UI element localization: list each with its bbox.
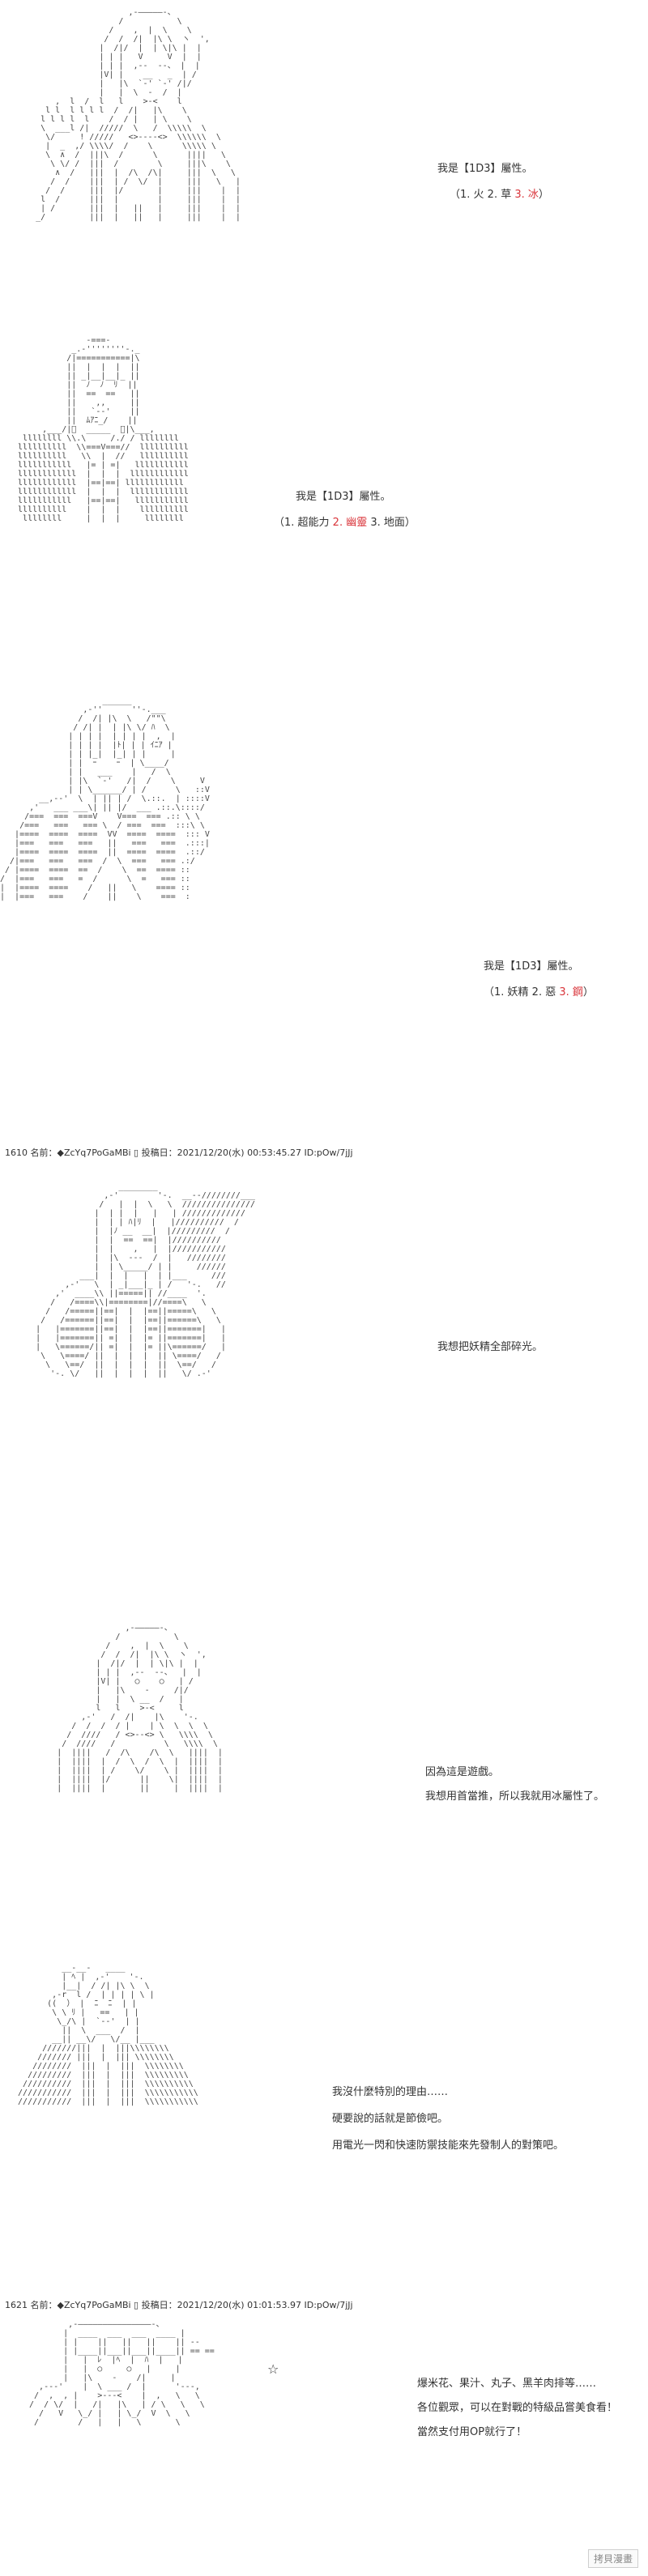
dialogue-line: （1. 超能力 2. 幽靈 3. 地面） — [274, 517, 416, 529]
dialogue-line: 我想把妖精全部碎光。 — [437, 1341, 544, 1353]
ascii-art-figure: ,-―――――-、 / \ / , | \ \ / / /| |\ \ ヽ ',… — [36, 8, 241, 222]
post-header: 1621 名前：◆ZcYq7PoGaMBi ▯ 投稿日：2021/12/20(水… — [5, 2300, 353, 2310]
ascii-art-figure: ,-―――――-、 / \ / , | \ \ / / /| |\ \ ヽ ',… — [57, 1624, 223, 1793]
dialogue-line: 因為這是遊戲。 — [425, 1766, 500, 1778]
dialogue-line: 各位觀眾，可以在對戰的特級品嘗美食看！ — [417, 2402, 618, 2414]
panel-3: ______ ,-'' ''-.___ / /| |\ \ /""\ / /| … — [0, 696, 648, 1146]
panel-6: __-__- ____ | ﾍ | ,-' '-. |__| / /| |\ \… — [0, 1960, 648, 2292]
dialogue-line: 我是【1D3】屬性。 — [296, 491, 391, 503]
panel-2: -===- _.-''''''''-._ /|===========|\ || … — [0, 336, 648, 709]
highlight-choice: 3. 冰 — [514, 189, 539, 201]
ascii-art-figure: ,-―――――――――――――――-、 | ____ ___ ___ ____ … — [29, 2320, 215, 2427]
dialogue-star: ☆ — [267, 2361, 279, 2377]
dialogue-line: 我是【1D3】屬性。 — [437, 163, 533, 175]
watermark: 拷貝漫畫 — [587, 2549, 638, 2568]
highlight-choice: 2. 幽靈 — [332, 517, 368, 529]
dialogue-line: 用電光一閃和快速防禦技能來先發制人的對策吧。 — [332, 2140, 565, 2152]
dialogue-line: 我沒什麼特別的理由…… — [332, 2086, 449, 2098]
ascii-art-figure: ______ ,-'' ''-.___ / /| |\ \ /""\ / /| … — [0, 696, 210, 901]
highlight-choice: 3. 鋼 — [559, 986, 583, 998]
panel-1: ,-―――――-、 / \ / , | \ \ / / /| |\ \ ヽ ',… — [0, 0, 648, 332]
ascii-art-figure: ________ ,-' '-. __--////////___ / | | \… — [36, 1182, 256, 1378]
dialogue-line: 硬要說的話就是節儉吧。 — [332, 2113, 449, 2125]
dialogue-line: 當然支付用OP就行了！ — [417, 2426, 527, 2438]
post-header: 1610 名前：◆ZcYq7PoGaMBi ▯ 投稿日：2021/12/20(水… — [5, 1147, 353, 1158]
ascii-art-figure: -===- _.-''''''''-._ /|===========|\ || … — [18, 336, 189, 523]
dialogue-line: 爆米花、果汁、丸子、黑羊肉排等…… — [417, 2378, 597, 2390]
dialogue-line: 我想用首當推，所以我就用冰屬性了。 — [425, 1790, 605, 1803]
panel-4: ________ ,-' '-. __--////////___ / | | \… — [0, 1170, 648, 1616]
ascii-art-figure: __-__- ____ | ﾍ | ,-' '-. |__| / /| |\ \… — [18, 1964, 198, 2106]
panel-7: ,-―――――――――――――――-、 | ____ ___ ___ ____ … — [0, 2320, 648, 2576]
panel-5: ,-―――――-、 / \ / , | \ \ / / /| |\ \ ヽ ',… — [0, 1624, 648, 1956]
dialogue-line: （1. 火 2. 草 3. 冰） — [450, 189, 549, 201]
dialogue-line: （1. 妖精 2. 惡 3. 鋼） — [484, 986, 594, 998]
dialogue-line: 我是【1D3】屬性。 — [484, 960, 579, 973]
